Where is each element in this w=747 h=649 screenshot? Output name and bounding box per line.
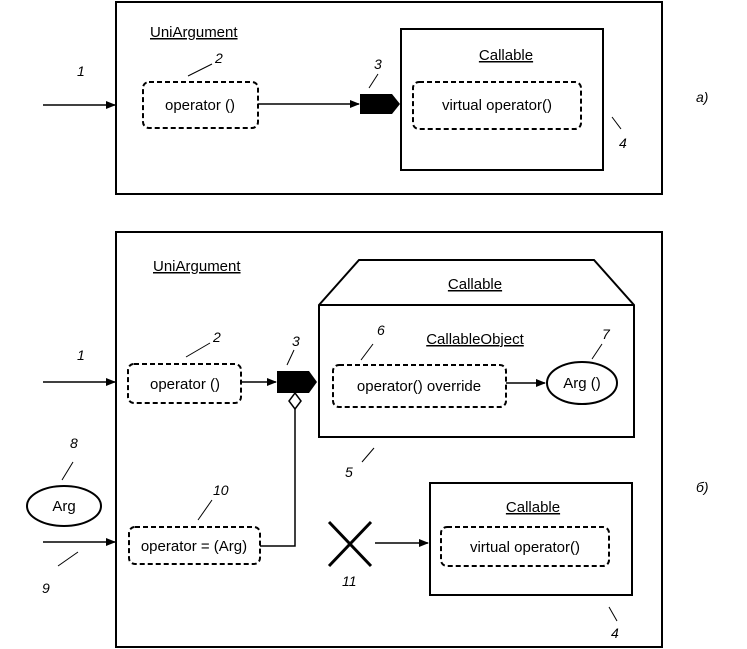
callable-title-a: Callable xyxy=(479,47,533,64)
label-number-4-a: 4 xyxy=(619,135,627,151)
operator-method-b xyxy=(127,363,242,404)
label-number-9-b: 9 xyxy=(42,580,50,596)
label-number-6-b: 6 xyxy=(377,322,385,338)
uniargument-box-a xyxy=(115,1,663,195)
arg-call-label: Arg () xyxy=(563,375,601,392)
leader-10-b xyxy=(197,499,213,521)
virtual-operator-label-a: virtual operator() xyxy=(442,97,552,114)
leader-4-a xyxy=(611,116,622,130)
virtual-operator-label-b: virtual operator() xyxy=(470,539,580,556)
assign-connector-line xyxy=(260,409,296,547)
cross-icon-line-2 xyxy=(327,520,373,568)
assign-method-b xyxy=(128,526,261,565)
label-number-1-a: 1 xyxy=(77,63,85,79)
operator-method-a xyxy=(142,81,259,129)
label-number-2-b: 2 xyxy=(212,329,221,345)
aggregation-diamond-icon xyxy=(288,391,302,411)
override-method-label-b: operator() override xyxy=(357,378,481,395)
label-number-2-a: 2 xyxy=(214,50,223,66)
label-number-1-b: 1 xyxy=(77,347,85,363)
leader-3-b xyxy=(286,349,295,366)
label-number-11-b: 11 xyxy=(342,573,357,589)
assign-method-label-b: operator = (Arg) xyxy=(141,538,247,555)
uniargument-title-a: UniArgument xyxy=(150,24,238,41)
virtual-operator-method-a xyxy=(412,81,582,130)
leader-7-b xyxy=(591,343,603,360)
callable2-title-b: Callable xyxy=(506,499,560,516)
operator-method-label-a: operator () xyxy=(165,97,235,114)
callable-title-b: Callable xyxy=(448,276,502,293)
operator-method-label-b: operator () xyxy=(150,376,220,393)
leader-4-b xyxy=(608,606,618,622)
leader-5-b xyxy=(361,447,375,463)
arg-call-ellipse xyxy=(546,361,618,405)
diagram-a: UniArgument 1 operator () 2 3 Callable v… xyxy=(43,1,708,195)
callable-object-title-b: CallableObject xyxy=(426,331,524,348)
port-icon-a xyxy=(360,94,400,114)
arg-ellipse-label: Arg xyxy=(52,498,75,515)
uniargument-box-b xyxy=(115,231,663,648)
uniargument-title-b: UniArgument xyxy=(153,258,241,275)
label-number-10-b: 10 xyxy=(213,482,229,498)
label-number-7-b: 7 xyxy=(602,326,611,342)
arg-ellipse xyxy=(26,485,102,527)
label-number-3-b: 3 xyxy=(292,333,300,349)
virtual-operator-method-b xyxy=(440,526,610,567)
label-number-4-b: 4 xyxy=(611,625,619,641)
leader-2-a xyxy=(187,63,213,77)
callable-box-a xyxy=(400,28,604,171)
leader-9-b xyxy=(57,551,79,567)
part-label-a: а) xyxy=(696,89,708,105)
leader-6-b xyxy=(360,343,374,361)
label-number-3-a: 3 xyxy=(374,56,382,72)
callable-box-b xyxy=(429,482,633,596)
label-number-5-b: 5 xyxy=(345,464,353,480)
override-method-b xyxy=(332,364,507,408)
diagram-b: UniArgument Callable CallableObject 1 op… xyxy=(26,231,709,648)
port-icon-b xyxy=(277,371,317,393)
part-label-b: б) xyxy=(696,479,709,495)
label-number-8-b: 8 xyxy=(70,435,78,451)
leader-3-a xyxy=(368,73,379,89)
leader-8-b xyxy=(61,461,74,481)
leader-2-b xyxy=(185,342,211,358)
